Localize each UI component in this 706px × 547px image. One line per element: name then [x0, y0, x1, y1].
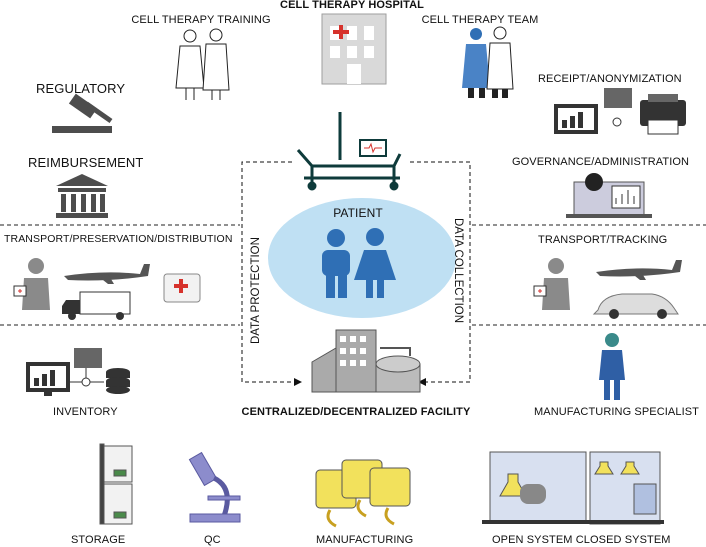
patient-people-icon: [322, 228, 396, 298]
reimbursement-label: REIMBURSEMENT: [28, 155, 144, 170]
regulatory-label: REGULATORY: [36, 81, 126, 96]
data-collection-label: DATA COLLECTION: [452, 218, 464, 324]
inventory-computer-icon: [26, 362, 70, 396]
qc-label: QC: [204, 534, 221, 546]
gavel-icon: [52, 93, 113, 133]
team-label: CELL THERAPY TEAM: [421, 14, 539, 26]
manufacturing-label: MANUFACTURING: [316, 534, 414, 546]
inventory-folder-icon: [70, 348, 104, 387]
truck-icon: [62, 291, 131, 320]
patient-label: PATIENT: [333, 206, 383, 220]
governance-label: GOVERNANCE/ADMINISTRATION: [512, 156, 690, 168]
facility-windows: [340, 336, 366, 366]
microscope-icon: [188, 451, 241, 523]
hospital-title: CELL THERAPY HOSPITAL: [280, 0, 424, 11]
facility-label: CENTRALIZED/DECENTRALIZED FACILITY: [241, 406, 471, 418]
specialist-label: MANUFACTURING SPECIALIST: [534, 406, 699, 418]
heartbeat-line: [364, 142, 382, 154]
inventory-label: INVENTORY: [53, 406, 118, 418]
receipt-label: RECEIPT/ANONYMIZATION: [538, 73, 682, 85]
hospital-bed-icon: [296, 112, 402, 191]
manufacturing-bags-icon: [315, 459, 411, 528]
courier-right-icon: [533, 258, 570, 310]
training-label: CELL THERAPY TRAINING: [131, 14, 271, 26]
storage-freezer-icon: [99, 443, 133, 525]
closed-system-icon: [588, 451, 664, 525]
airplane-right-icon: [596, 260, 682, 280]
team-surgeons-icon: [462, 26, 514, 98]
airplane-left-icon: [64, 264, 150, 284]
storage-label: STORAGE: [71, 534, 126, 546]
receipt-computer-icon: [554, 88, 632, 134]
hospital-building-icon: [321, 13, 387, 85]
training-doctors-icon: [175, 28, 230, 100]
left-transport-label: TRANSPORT/PRESERVATION/DISTRIBUTION: [4, 233, 233, 245]
specialist-person-icon: [599, 333, 625, 400]
courier-icon: [13, 258, 50, 310]
printer-icon: [640, 94, 686, 135]
open-system-icon: [482, 451, 594, 524]
monitor-screen: [362, 142, 384, 154]
medical-case-icon: [163, 273, 201, 303]
right-transport-label: TRANSPORT/TRACKING: [538, 234, 668, 246]
data-protection-label: DATA PROTECTION: [250, 237, 262, 344]
database-icon: [106, 368, 130, 394]
bank-icon: [56, 174, 108, 218]
systems-label: OPEN SYSTEM CLOSED SYSTEM: [492, 534, 671, 546]
data-flow-loop: [241, 161, 471, 386]
car-icon: [592, 293, 679, 319]
governance-desk-icon: [566, 173, 652, 218]
